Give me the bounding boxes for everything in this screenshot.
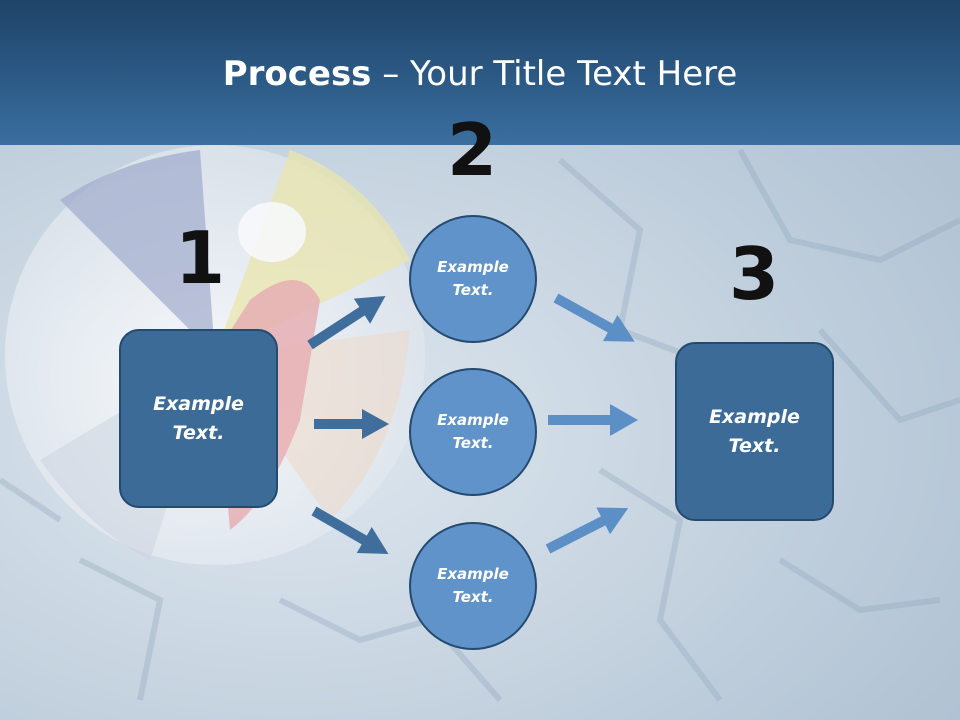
step-number-1: 1 xyxy=(174,216,226,300)
arrow-down-right-1 xyxy=(311,506,389,554)
process-circle-middle-text: Example Text. xyxy=(437,411,509,452)
process-circle-bottom: Example Text. xyxy=(409,522,537,650)
process-circle-top-text: Example Text. xyxy=(437,258,509,299)
arrow-up-right-1 xyxy=(307,295,386,350)
step-box-left: Example Text. xyxy=(119,329,278,508)
process-circle-middle: Example Text. xyxy=(409,368,537,496)
arrow-right-2 xyxy=(548,404,638,436)
step-number-3: 3 xyxy=(728,232,780,316)
arrows-left-to-circles xyxy=(307,295,389,554)
step-box-left-text: Example Text. xyxy=(153,392,244,444)
arrow-up-right-2 xyxy=(545,507,629,554)
step-box-right: Example Text. xyxy=(675,342,834,521)
title-bold-part: Process xyxy=(222,54,372,94)
ice-texture xyxy=(0,148,960,702)
step-number-2: 2 xyxy=(446,108,498,192)
process-circle-top: Example Text. xyxy=(409,215,537,343)
title-bar xyxy=(0,0,960,145)
arrows-circles-to-right xyxy=(545,293,638,554)
arrow-down-right-2 xyxy=(553,293,635,342)
slide-title: Process – Your Title Text Here xyxy=(0,52,960,96)
process-circle-bottom-text: Example Text. xyxy=(437,565,509,606)
step-box-right-text: Example Text. xyxy=(709,405,800,457)
title-rest-part: – Your Title Text Here xyxy=(371,54,738,94)
arrow-right-1 xyxy=(314,409,389,439)
